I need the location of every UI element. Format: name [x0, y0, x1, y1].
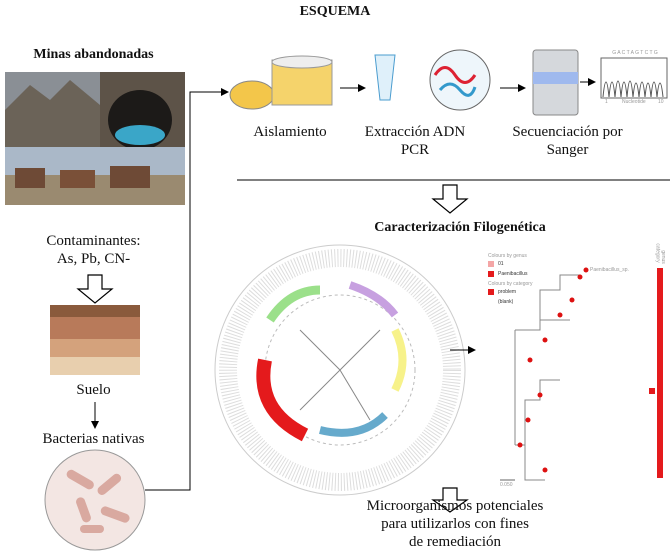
legend-item: Paenibacillus — [498, 271, 528, 277]
sequencer-icon — [532, 49, 579, 116]
legend-genus-title: Colours by genus — [488, 253, 527, 259]
column-label: genus — [659, 250, 666, 264]
soil-layers-icon — [50, 305, 140, 375]
phylo-heading: Caracterización Filogenética — [374, 220, 546, 235]
legend-item: 01 — [498, 261, 504, 267]
hollow-arrow-down-icon — [76, 274, 114, 304]
page-title: ESQUEMA — [299, 4, 371, 19]
contaminants-list: As, Pb, CN- — [56, 251, 131, 267]
bacteria-icon — [44, 449, 146, 551]
dna-extraction-icon — [374, 49, 491, 111]
bacteria-label: Bacterias nativas — [42, 431, 145, 447]
legend-item: problem — [498, 289, 517, 295]
chromatogram-start: 1 — [605, 99, 608, 105]
circular-phylogenetic-tree — [214, 244, 466, 496]
chromatogram — [600, 57, 668, 99]
hollow-arrow-down-icon — [431, 487, 469, 513]
mine-photos — [5, 72, 185, 205]
step-sequencing: Secuenciación por Sanger — [512, 124, 623, 158]
step-dna-extraction: Extracción ADN PCR — [364, 124, 466, 158]
chromatogram-sequence: G A C T A G T C T G — [612, 50, 658, 56]
conclusion-text: Microorganismos potenciales para utiliza… — [366, 498, 544, 550]
scale-bar-label: 0.050 — [500, 482, 513, 488]
leaf-label: Paenibacillus_sp. — [590, 267, 629, 273]
soil-label: Suelo — [76, 382, 111, 398]
phylogenetic-tree — [500, 267, 663, 481]
legend-item: (blank) — [498, 299, 514, 305]
petri-dish-icon — [229, 55, 333, 110]
legend-category-title: Colours by category — [488, 281, 533, 287]
step-isolation: Aislamiento — [253, 124, 327, 140]
mines-heading: Minas abandonadas — [33, 47, 154, 62]
chromatogram-xlabel: Nucleotide — [622, 99, 646, 105]
hollow-arrow-down-icon — [431, 184, 469, 214]
chromatogram-end: 10 — [658, 99, 664, 105]
contaminants-label: Contaminantes: — [46, 233, 141, 249]
